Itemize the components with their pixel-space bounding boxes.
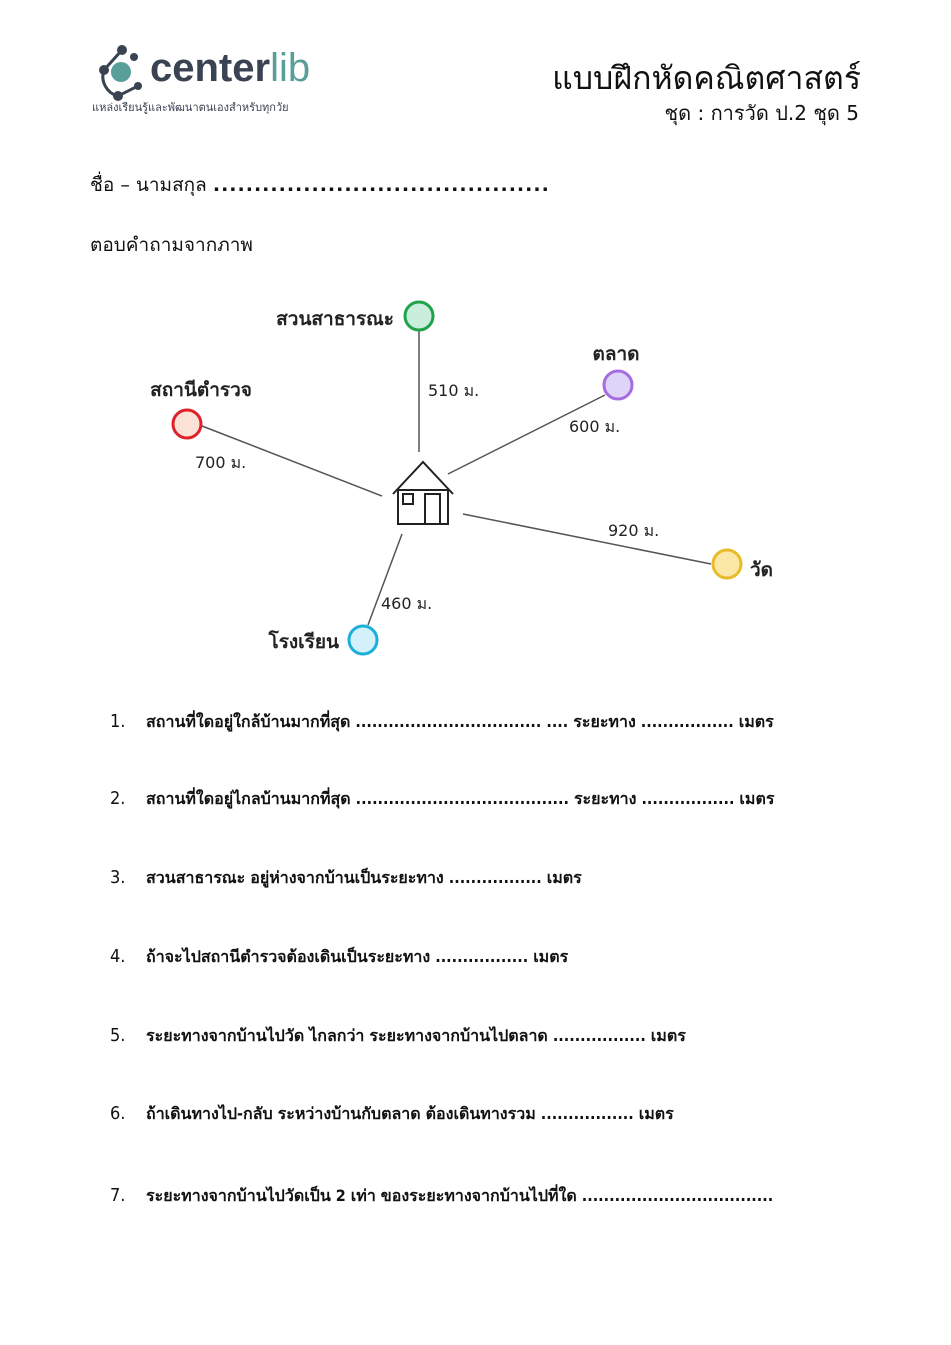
distance-label-police: 700 ม. (195, 453, 246, 472)
brand-prefix: center (150, 46, 271, 90)
worksheet-subtitle: ชุด : การวัด ป.2 ชุด 5 (664, 101, 859, 125)
worksheet-title: แบบฝึกหัดคณิตศาสตร์ (552, 59, 861, 97)
connector-market (447, 394, 606, 475)
connector-school (367, 533, 403, 626)
question-3[interactable]: 3. สวนสาธารณะ อยู่ห่างจากบ้านเป็นระยะทาง … (110, 866, 582, 891)
question-6[interactable]: 6. ถ้าเดินทางไป-กลับ ระหว่างบ้านกับตลาด ต… (110, 1102, 674, 1127)
question-5[interactable]: 5. ระยะทางจากบ้านไปวัด ไกลกว่า ระยะทางจาก… (110, 1024, 686, 1049)
distance-label-temple: 920 ม. (608, 521, 659, 540)
connector-police (201, 425, 383, 497)
question-number: 2. (110, 788, 126, 809)
name-label: ชื่อ – นามสกุล (90, 174, 207, 196)
distance-label-market: 600 ม. (569, 417, 620, 436)
question-text: ถ้าเดินทางไป-กลับ ระหว่างบ้านกับตลาด ต้อ… (146, 1104, 674, 1123)
name-blank[interactable]: ........................................… (212, 174, 550, 196)
question-2[interactable]: 2. สถานที่ใดอยู่ไกลบ้านมากที่สุด ........… (110, 787, 774, 812)
distance-label-park: 510 ม. (428, 381, 479, 400)
place-marker-school (347, 624, 379, 656)
place-name-temple: วัด (750, 559, 773, 581)
question-number: 7. (110, 1185, 126, 1206)
question-text: ถ้าจะไปสถานีตำรวจต้องเดินเป็นระยะทาง ...… (146, 947, 569, 966)
question-number: 4. (110, 946, 126, 967)
instruction-text: ตอบคำถามจากภาพ (90, 234, 253, 256)
question-number: 1. (110, 711, 126, 732)
connector-temple (462, 513, 712, 565)
place-marker-police (171, 408, 203, 440)
place-marker-park (403, 300, 435, 332)
question-number: 5. (110, 1025, 126, 1046)
brand-suffix: lib (270, 46, 311, 90)
question-text: สวนสาธารณะ อยู่ห่างจากบ้านเป็นระยะทาง ..… (146, 868, 582, 887)
place-marker-temple (711, 548, 743, 580)
question-text: สถานที่ใดอยู่ใกล้บ้านมากที่สุด .........… (146, 712, 774, 731)
place-marker-market (602, 369, 634, 401)
house-icon (392, 460, 454, 525)
question-text: ระยะทางจากบ้านไปวัด ไกลกว่า ระยะทางจากบ้… (146, 1026, 686, 1045)
place-name-school: โรงเรียน (267, 630, 339, 653)
place-name-market: ตลาด (593, 343, 640, 365)
distance-label-school: 460 ม. (381, 594, 432, 613)
name-field[interactable]: ชื่อ – นามสกุล .........................… (90, 170, 550, 200)
question-number: 6. (110, 1103, 126, 1124)
question-text: สถานที่ใดอยู่ไกลบ้านมากที่สุด ..........… (146, 789, 775, 808)
question-text: ระยะทางจากบ้านไปวัดเป็น 2 เท่า ของระยะทา… (146, 1186, 774, 1205)
question-7[interactable]: 7. ระยะทางจากบ้านไปวัดเป็น 2 เท่า ของระยะ… (110, 1184, 773, 1209)
logo-mark-icon (99, 45, 142, 101)
question-1[interactable]: 1. สถานที่ใดอยู่ใกล้บ้านมากที่สุด .......… (110, 710, 774, 735)
brand-name: centerlib (150, 44, 310, 92)
place-name-park: สวนสาธารณะ (276, 308, 394, 330)
place-name-police: สถานีตำรวจ (150, 379, 252, 401)
question-4[interactable]: 4. ถ้าจะไปสถานีตำรวจต้องเดินเป็นระยะทาง .… (110, 945, 568, 970)
brand-tagline: แหล่งเรียนรู้และพัฒนาตนเองสำหรับทุกวัย (92, 101, 289, 114)
question-number: 3. (110, 867, 126, 888)
